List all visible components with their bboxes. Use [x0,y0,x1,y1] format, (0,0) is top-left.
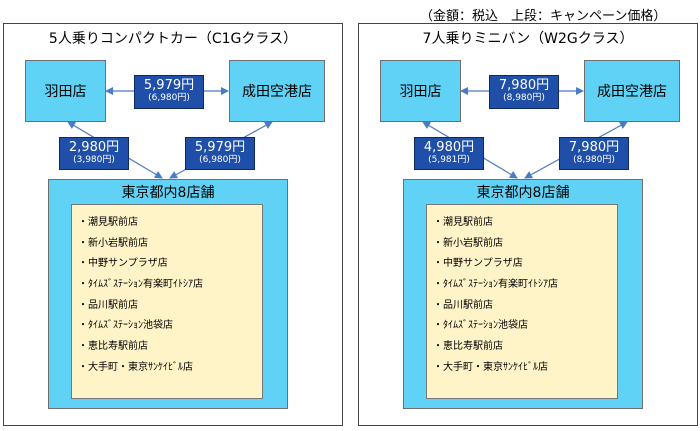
campaign-price: 2,980円 [68,140,120,155]
pricing-note: （金額：税込 上段：キャンペーン価格） [420,9,667,24]
panel-title: 5人乗りコンパクトカー（C1Gクラス） [48,31,298,47]
list-item: ・ﾀｲﾑｽﾞｽﾃｰｼｮﾝ有楽町ｲﾄｼｱ店 [78,279,203,291]
price-haneda-narita: 5,979円 (6,980円) [134,75,204,109]
price-narita-tokyo: 5,979円 (6,980円) [185,137,255,170]
list-item: ・ﾀｲﾑｽﾞｽﾃｰｼｮﾝ池袋店 [433,320,528,332]
list-item: ・中野サンプラザ店 [433,258,523,270]
campaign-price: 5,979円 [143,78,195,93]
tokyo-stores-box: 東京都内8店舗 ・潮見駅前店 ・新小岩駅前店 ・中野サンプラザ店 ・ﾀｲﾑｽﾞｽ… [403,179,643,409]
tokyo-stores-box: 東京都内8店舗 ・潮見駅前店 ・新小岩駅前店 ・中野サンプラザ店 ・ﾀｲﾑｽﾞｽ… [48,179,288,409]
campaign-price: 7,980円 [498,78,550,93]
store-haneda: 羽田店 [380,60,461,122]
store-narita: 成田空港店 [229,60,325,122]
regular-price: (5,981円) [428,155,470,165]
store-narita: 成田空港店 [584,60,680,122]
panel-compact-car: 5人乗りコンパクトカー（C1Gクラス） 羽田店 成田空港店 5,979円 (6,… [3,23,343,426]
panel-minivan: 7人乗りミニバン（W2Gクラス） 羽田店 成田空港店 7,980円 (8,980… [358,23,698,426]
campaign-price: 5,979円 [194,140,246,155]
price-haneda-tokyo: 4,980円 (5,981円) [414,137,484,170]
regular-price: (8,980円) [503,93,545,103]
campaign-price: 7,980円 [568,140,620,155]
list-item: ・ﾀｲﾑｽﾞｽﾃｰｼｮﾝ池袋店 [78,320,173,332]
regular-price: (3,980円) [73,155,115,165]
list-item: ・大手町・東京ｻﾝｹｲﾋﾞﾙ店 [78,361,193,373]
store-list: ・潮見駅前店 ・新小岩駅前店 ・中野サンプラザ店 ・ﾀｲﾑｽﾞｽﾃｰｼｮﾝ有楽町… [426,204,618,399]
list-item: ・恵比寿駅前店 [78,341,148,353]
price-haneda-narita: 7,980円 (8,980円) [489,75,559,109]
tokyo-stores-title: 東京都内8店舗 [476,185,570,201]
list-item: ・品川駅前店 [78,299,138,311]
list-item: ・潮見駅前店 [78,217,138,228]
list-item: ・中野サンプラザ店 [78,258,168,270]
campaign-price: 4,980円 [423,140,475,155]
list-item: ・新小岩駅前店 [78,237,148,249]
list-item: ・新小岩駅前店 [433,237,503,249]
list-item: ・大手町・東京ｻﾝｹｲﾋﾞﾙ店 [433,361,548,373]
store-haneda: 羽田店 [25,60,106,122]
price-haneda-tokyo: 2,980円 (3,980円) [59,137,129,170]
price-narita-tokyo: 7,980円 (8,980円) [559,137,629,170]
list-item: ・恵比寿駅前店 [433,341,503,353]
tokyo-stores-title: 東京都内8店舗 [121,185,215,201]
regular-price: (6,980円) [199,155,241,165]
store-list: ・潮見駅前店 ・新小岩駅前店 ・中野サンプラザ店 ・ﾀｲﾑｽﾞｽﾃｰｼｮﾝ有楽町… [71,204,263,399]
list-item: ・潮見駅前店 [433,217,493,228]
list-item: ・品川駅前店 [433,299,493,311]
regular-price: (8,980円) [573,155,615,165]
regular-price: (6,980円) [148,93,190,103]
panel-title: 7人乗りミニバン（W2Gクラス） [422,31,634,47]
list-item: ・ﾀｲﾑｽﾞｽﾃｰｼｮﾝ有楽町ｲﾄｼｱ店 [433,279,558,291]
